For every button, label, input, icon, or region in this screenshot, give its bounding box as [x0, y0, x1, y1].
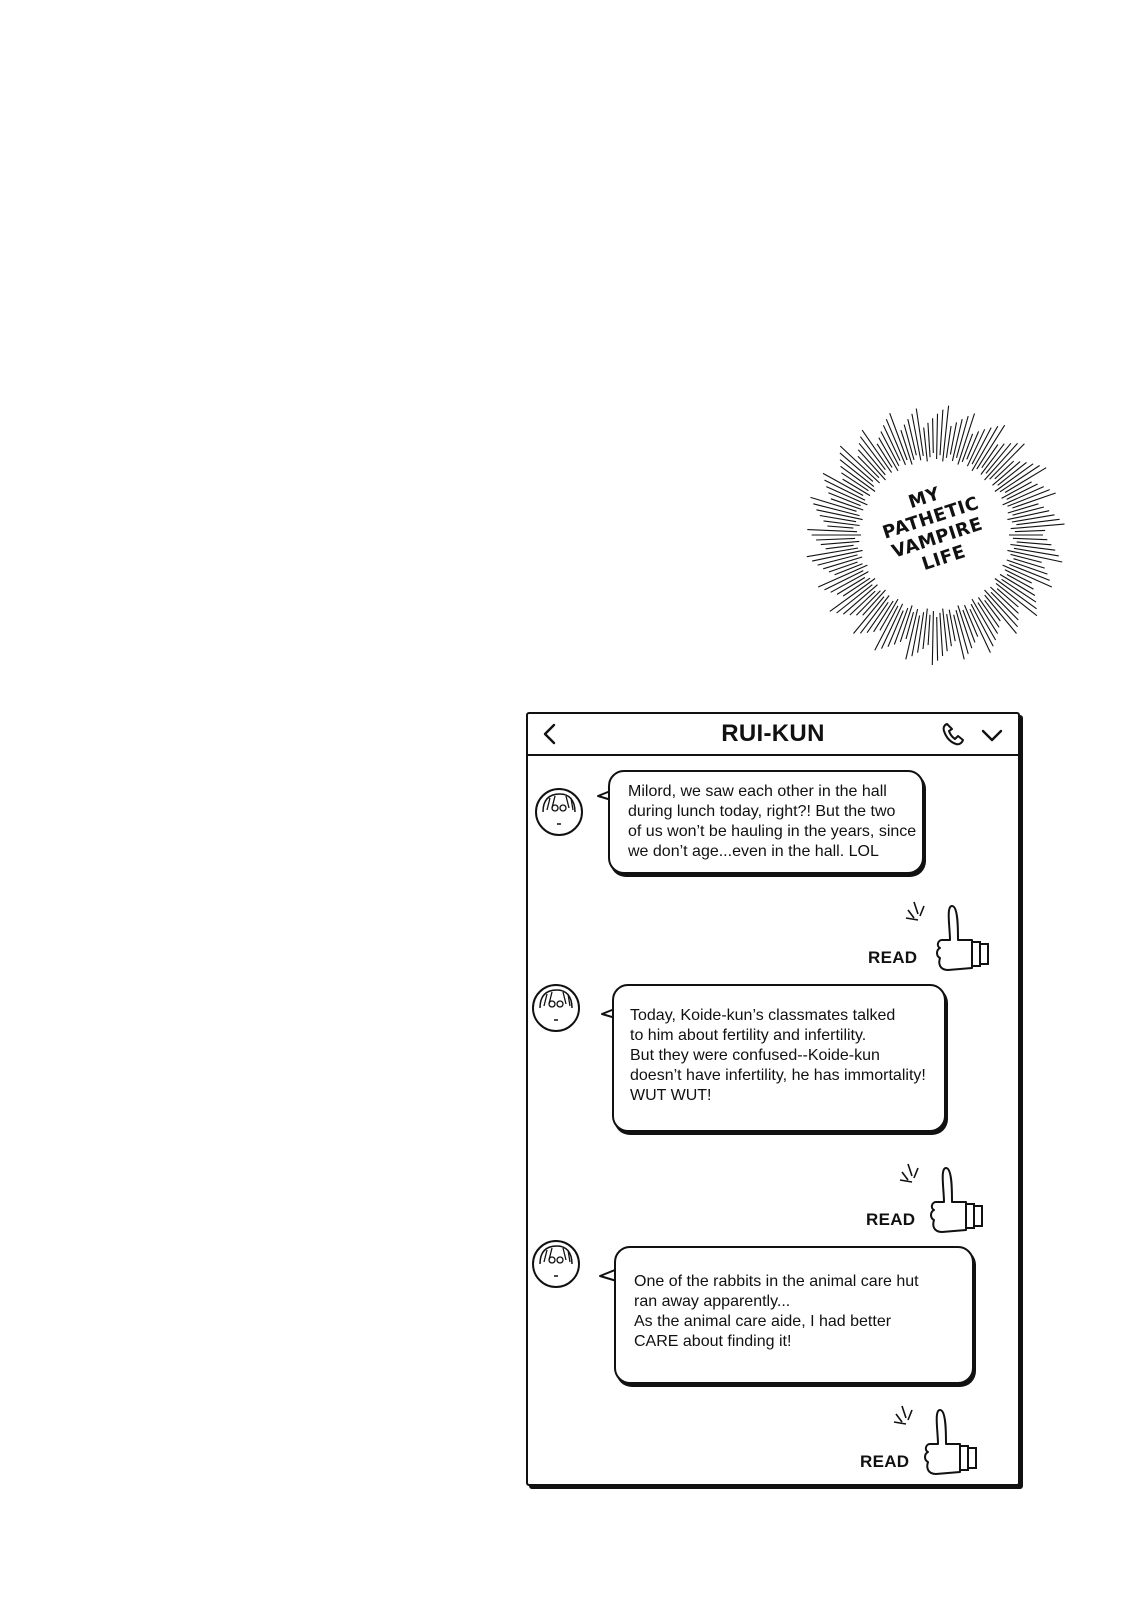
phone-screen: RUI-KUN Milord, we saw each other in the…	[526, 712, 1020, 1486]
avatar	[535, 788, 583, 836]
read-receipt-2: READ	[866, 1210, 916, 1229]
read-receipt-3: READ	[860, 1452, 910, 1471]
message-bubble-3: One of the rabbits in the animal care hu…	[614, 1246, 974, 1384]
thumbs-up-icon	[905, 901, 989, 971]
title-logo: MY PATHETIC VAMPIRE LIFE	[800, 400, 1070, 670]
chevron-left-icon[interactable]	[538, 721, 564, 747]
read-receipt-1: READ	[868, 948, 918, 967]
chevron-down-icon[interactable]	[979, 722, 1005, 748]
avatar	[532, 1240, 580, 1288]
phone-icon[interactable]	[940, 721, 966, 747]
thumbs-up-icon	[893, 1405, 977, 1475]
message-bubble-2: Today, Koide-kun’s classmates talked to …	[612, 984, 946, 1132]
chat-header: RUI-KUN	[528, 714, 1018, 756]
chat-title: RUI-KUN	[721, 720, 825, 747]
message-bubble-1: Milord, we saw each other in the hall du…	[608, 770, 924, 874]
starburst-graphic	[806, 405, 1065, 666]
thumbs-up-icon	[899, 1163, 983, 1233]
avatar	[532, 984, 580, 1032]
